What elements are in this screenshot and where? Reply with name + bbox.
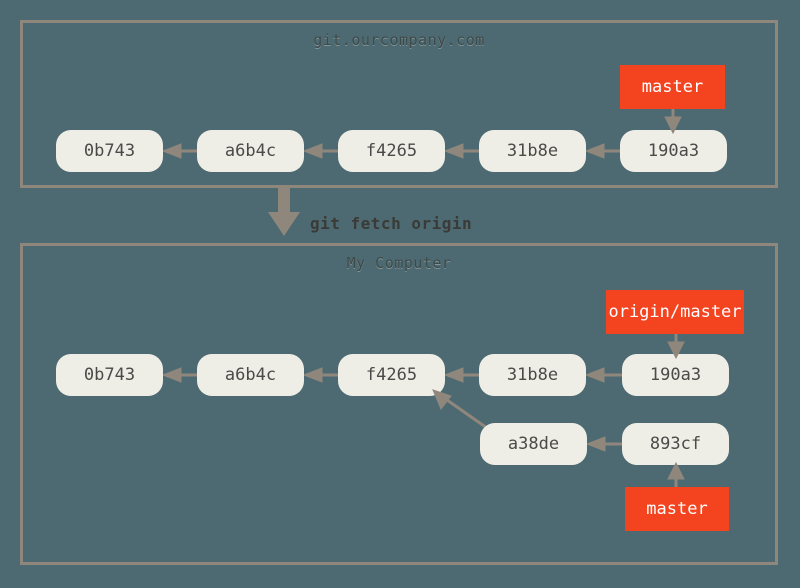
arrow-893cf-to-a38de bbox=[585, 436, 625, 452]
arrow-master-to-190a3 bbox=[664, 109, 682, 135]
commit-node[interactable]: f4265 bbox=[338, 354, 445, 396]
commit-node[interactable]: a38de bbox=[480, 423, 587, 465]
commit-node[interactable]: 893cf bbox=[622, 423, 729, 465]
commit-node[interactable]: 0b743 bbox=[56, 354, 163, 396]
commit-node[interactable]: a6b4c bbox=[197, 354, 304, 396]
fetch-transition-arrow bbox=[268, 188, 300, 236]
commit-node[interactable]: 190a3 bbox=[622, 354, 729, 396]
fetch-command-label: git fetch origin bbox=[310, 214, 473, 233]
arrow-origin-master-to-190a3 bbox=[667, 334, 685, 360]
panel-local-title: My Computer bbox=[346, 254, 452, 272]
commit-node[interactable]: 0b743 bbox=[56, 130, 163, 172]
panel-local-repository: My Computer bbox=[20, 243, 778, 565]
arrow-master-to-893cf bbox=[667, 461, 685, 487]
panel-remote-repository: git.ourcompany.com bbox=[20, 20, 778, 188]
commit-node[interactable]: 31b8e bbox=[479, 354, 586, 396]
commit-node[interactable]: 31b8e bbox=[479, 130, 586, 172]
ref-label-master-local[interactable]: master bbox=[625, 487, 729, 531]
commit-node[interactable]: f4265 bbox=[338, 130, 445, 172]
arrow-a38de-to-f4265 bbox=[432, 389, 488, 430]
ref-label-master[interactable]: master bbox=[620, 65, 725, 109]
commit-node[interactable]: a6b4c bbox=[197, 130, 304, 172]
panel-remote-title: git.ourcompany.com bbox=[313, 31, 485, 49]
ref-label-origin-master[interactable]: origin/master bbox=[606, 290, 744, 334]
commit-node[interactable]: 190a3 bbox=[620, 130, 727, 172]
